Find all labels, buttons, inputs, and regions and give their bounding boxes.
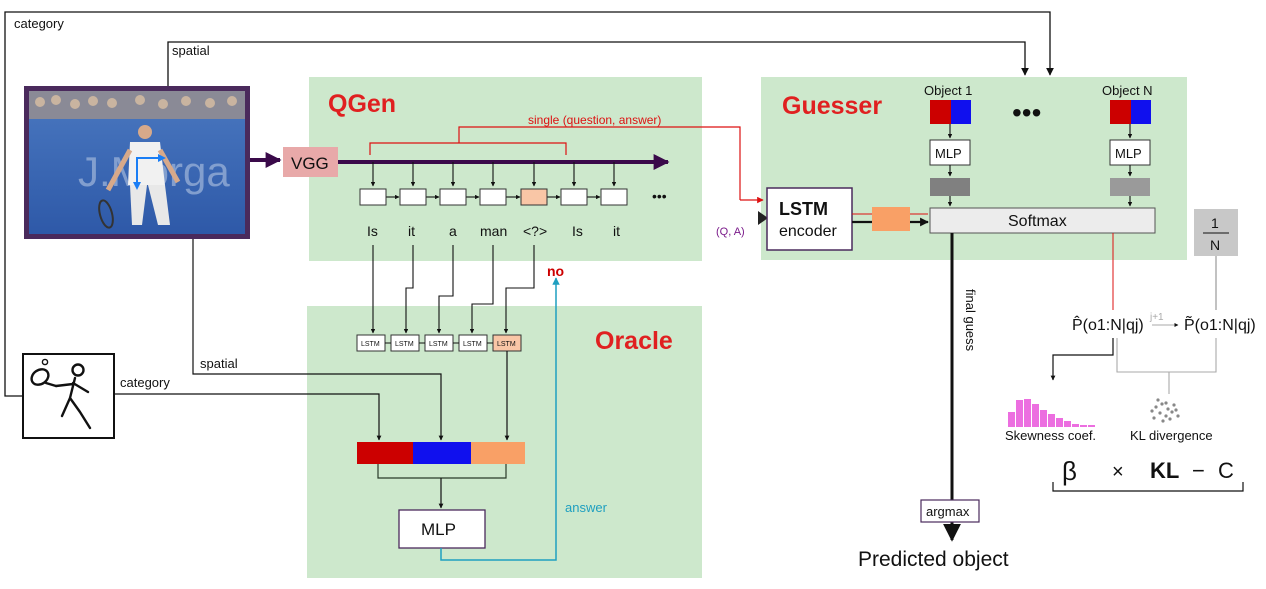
qgen-cell (359, 188, 387, 206)
vgg-label: VGG (291, 154, 329, 173)
kl-scatter (1150, 398, 1180, 423)
object1-vec-spatial (951, 100, 971, 124)
kl-divergence-label: KL divergence (1130, 428, 1213, 443)
softmax-label: Softmax (1008, 213, 1067, 230)
p-hat: P̂(o1:N|qj) (1072, 314, 1144, 334)
p-tilde: P̃(o1:N|qj) (1184, 314, 1256, 334)
objectN-embedding (1110, 178, 1150, 196)
bbox-marker (136, 157, 164, 188)
softmax-box (929, 207, 1156, 234)
oracle-spatial-line (192, 239, 444, 441)
formula-beta: β (1062, 456, 1077, 486)
category-line (4, 11, 1054, 397)
argmax-box (920, 499, 980, 523)
qgen-word: it (613, 223, 620, 239)
oracle-vec-question (471, 442, 525, 464)
object1-vec-category (930, 100, 951, 124)
final-guess-label: final guess (963, 289, 978, 352)
qgen-word: Is (572, 223, 583, 239)
oracle-lstm-label: LSTM (463, 341, 482, 348)
lstm-encoder-sub: encoder (779, 223, 837, 240)
spatial-line (167, 41, 1029, 86)
lstm-encoder-title: LSTM (779, 199, 828, 219)
qgen-cell (399, 188, 427, 206)
category-icon-box (22, 353, 115, 439)
single-qa-bracket (369, 126, 741, 200)
vgg-box (283, 147, 338, 177)
formula-minus: − (1192, 458, 1205, 483)
category-top-label: category (14, 16, 64, 31)
skewness-label: Skewness coef. (1005, 428, 1096, 443)
lstm-encoder-box (766, 187, 853, 251)
formula-times: × (1112, 461, 1124, 483)
tennis-player-icon (30, 363, 92, 430)
object1-label: Object 1 (924, 83, 972, 98)
qgen-cell (479, 188, 507, 206)
qgen-word: man (480, 223, 507, 239)
ptilde-to-kl (1169, 338, 1217, 373)
guesser-mlpN-box (1109, 139, 1151, 166)
guesser-mlp1-box (929, 139, 971, 166)
qgen-panel (309, 77, 702, 261)
object1-embedding (930, 178, 970, 196)
j-plus-one: j+1 (1149, 312, 1164, 323)
formula-bracket (1052, 482, 1244, 492)
uniform-den: N (1210, 237, 1220, 253)
spatial-top-label: spatial (172, 43, 210, 58)
guesser-mlp1-label: MLP (935, 146, 962, 161)
oracle-lstm-label: LSTM (395, 341, 414, 348)
single-qa-label: single (question, answer) (528, 113, 661, 127)
oracle-mlp-box (398, 509, 486, 549)
phat-to-skew (1050, 338, 1114, 381)
input-image: J.Morga (24, 86, 250, 239)
oracle-lstm-chain: LSTM LSTM LSTM LSTM LSTM (356, 334, 522, 352)
guesser-mlpN-label: MLP (1115, 146, 1142, 161)
qgen-cell (560, 188, 588, 206)
oracle-vec-spatial (413, 442, 471, 464)
oracle-vec-category (357, 442, 413, 464)
qgen-cell (439, 188, 467, 206)
objectN-vec-spatial (1131, 100, 1151, 124)
qgen-lstm-chain (359, 162, 628, 206)
oracle-lstm-label: LSTM (361, 341, 380, 348)
no-label: no (547, 263, 564, 279)
qgen-word: <?> (523, 223, 547, 239)
qgen-cell-stop (520, 188, 548, 206)
qgen-title: QGen (328, 90, 396, 118)
formula-kl: KL (1150, 458, 1179, 483)
oracle-lstm-label: LSTM (497, 341, 516, 348)
answer-line (440, 277, 560, 561)
oracle-category-line (114, 393, 382, 441)
guesser-ellipsis: ••• (1012, 97, 1041, 128)
oracle-lstm-label: LSTM (429, 341, 448, 348)
dialogue-embedding (872, 207, 910, 231)
objectN-vec-category (1110, 100, 1131, 124)
qgen-cell (600, 188, 628, 206)
oracle-title: Oracle (595, 327, 673, 355)
to-kl (1116, 338, 1170, 394)
qgen-ellipsis: ••• (652, 188, 667, 204)
guesser-title: Guesser (782, 92, 882, 120)
player-figure (98, 125, 181, 229)
argmax-label: argmax (926, 504, 970, 519)
qa-label: (Q, A) (716, 226, 745, 238)
oracle-spatial-label: spatial (200, 356, 238, 371)
predicted-object-label: Predicted object (858, 548, 1009, 571)
formula-c: C (1218, 458, 1234, 483)
qgen-word: it (408, 223, 415, 239)
qgen-words: Is it a man <?> Is it (367, 223, 620, 239)
oracle-vec-join (377, 464, 507, 479)
word-to-oracle-lines (370, 245, 535, 334)
qgen-word: a (449, 223, 457, 239)
objectN-label: Object N (1102, 83, 1153, 98)
oracle-category-label: category (120, 375, 170, 390)
skewness-histogram (1008, 399, 1095, 427)
answer-label: answer (565, 500, 608, 515)
uniform-num: 1 (1211, 215, 1219, 231)
qgen-word: Is (367, 223, 378, 239)
oracle-mlp-label: MLP (421, 520, 456, 539)
